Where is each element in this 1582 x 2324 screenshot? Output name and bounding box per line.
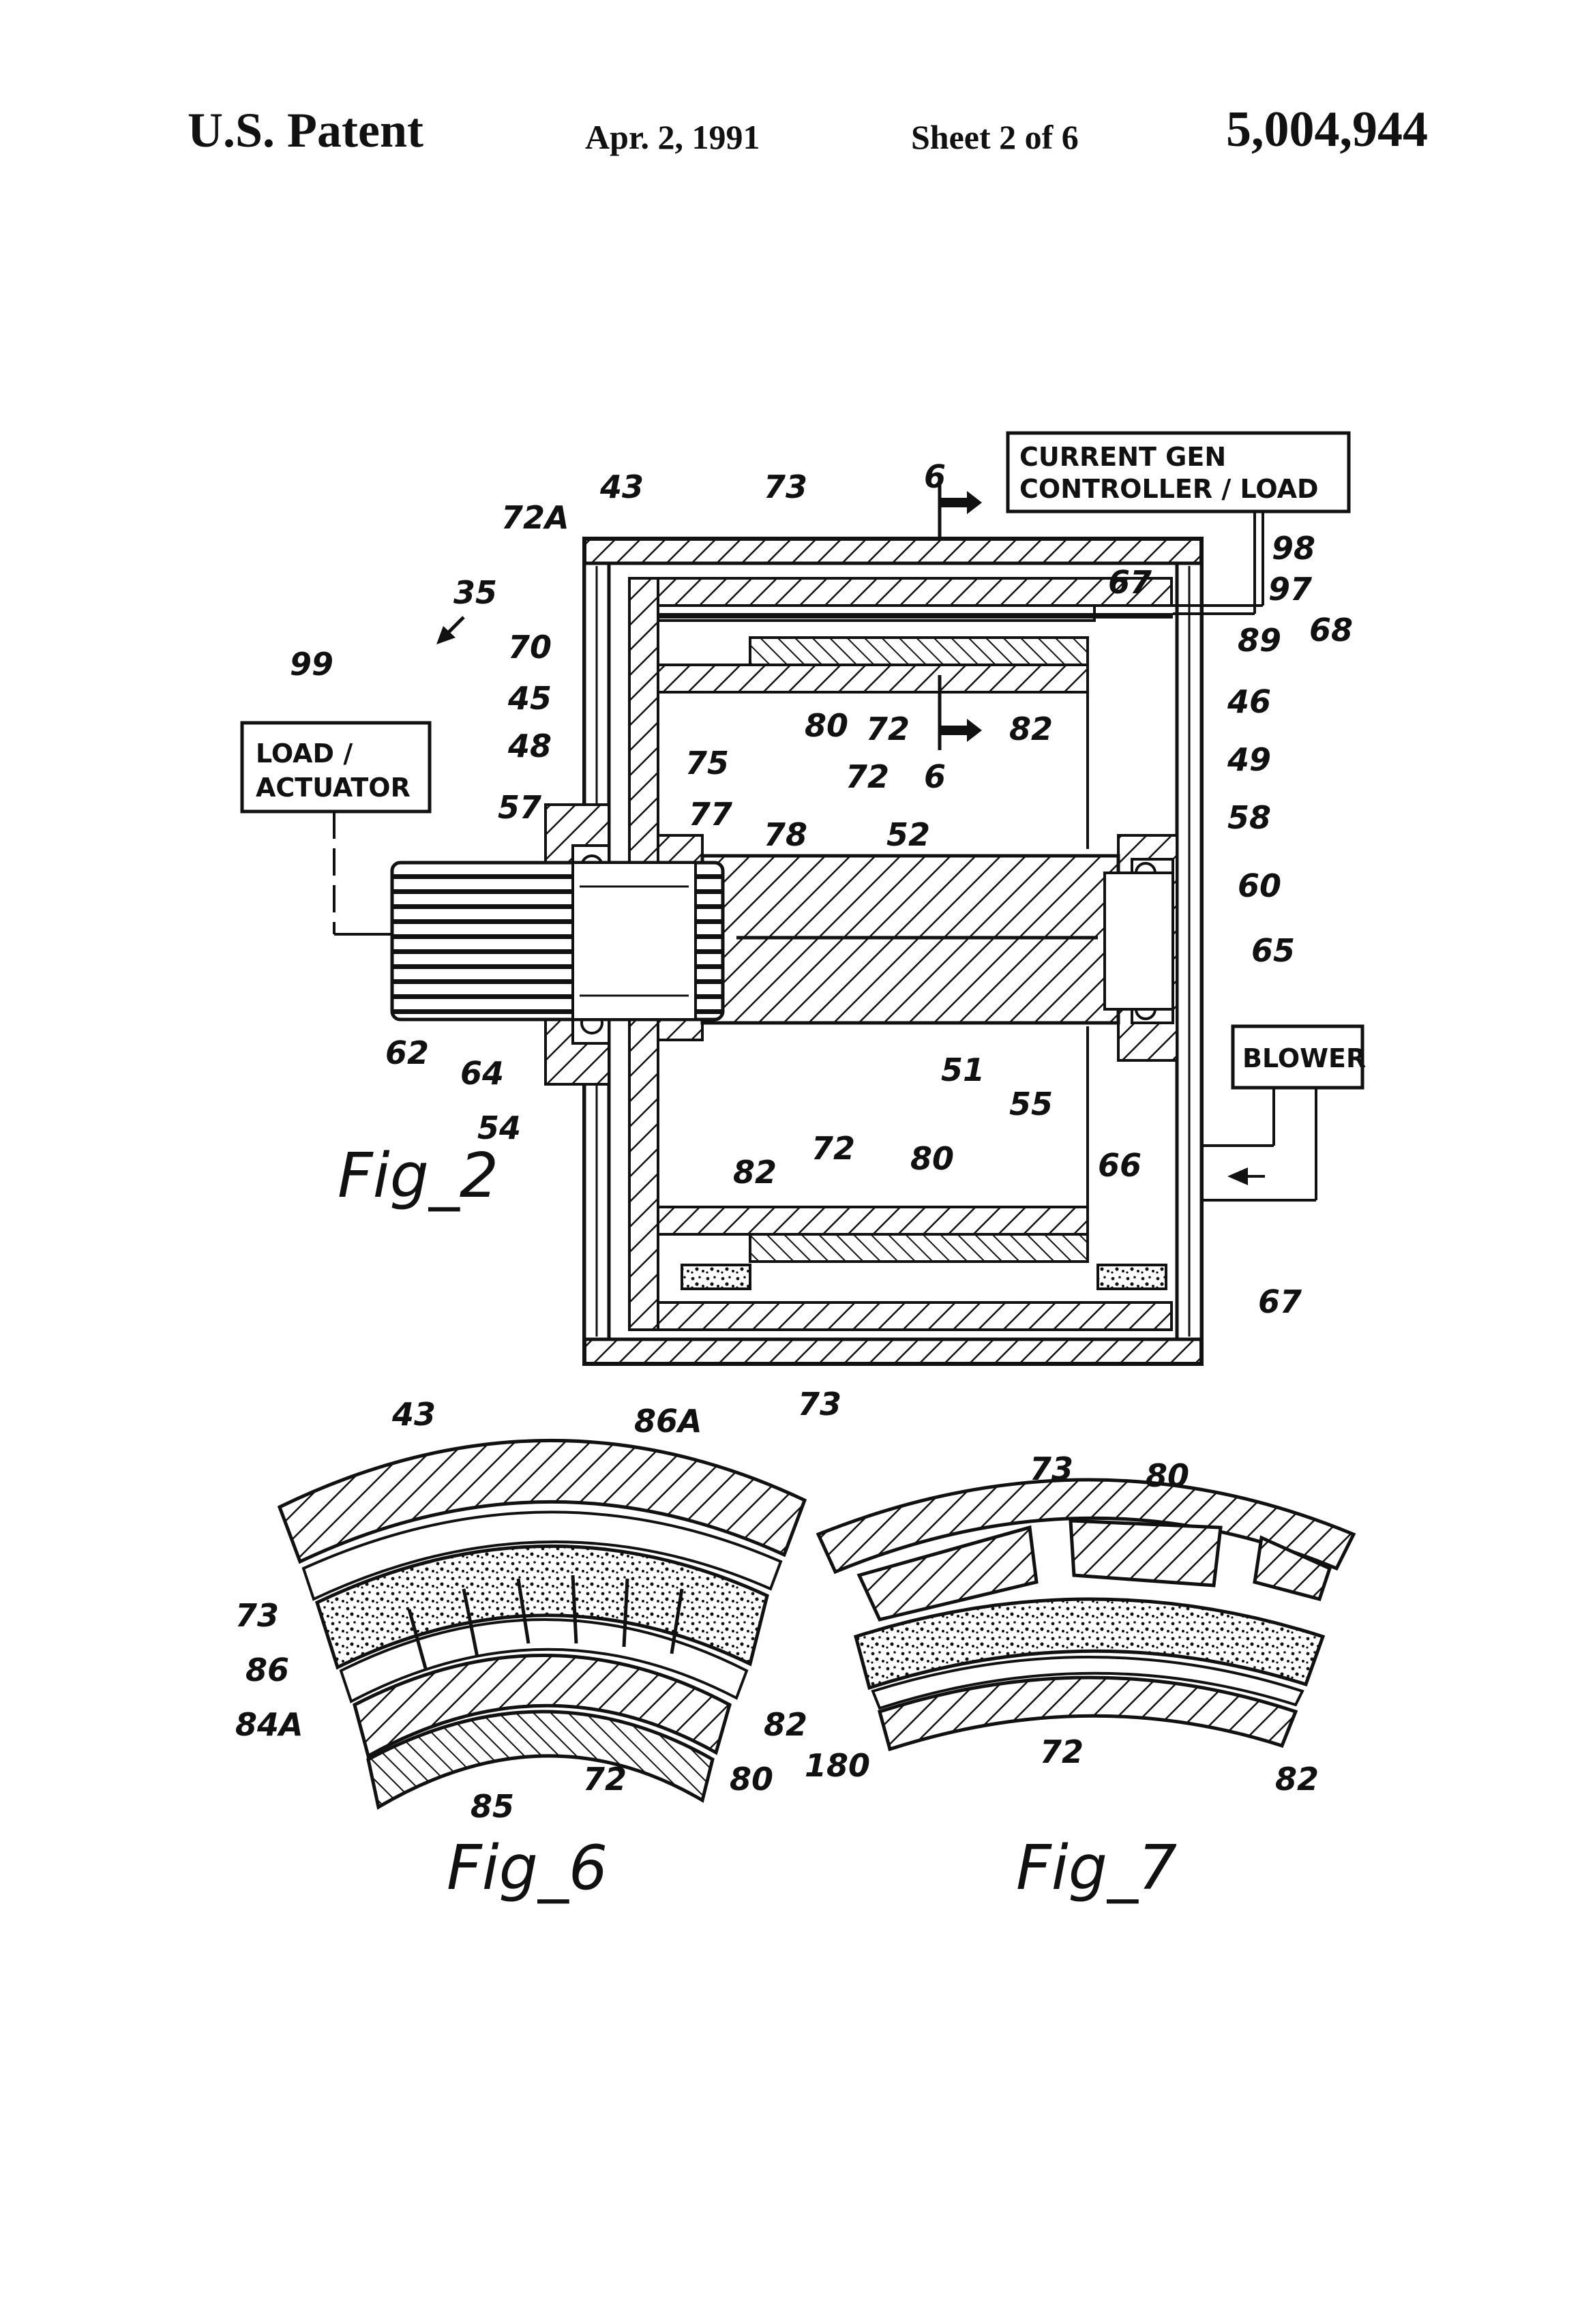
ref-72-bottom: 72 bbox=[811, 1130, 855, 1167]
ref-75: 75 bbox=[685, 745, 729, 781]
ref-82-fig6: 82 bbox=[764, 1706, 807, 1743]
blower-label: BLOWER bbox=[1242, 1043, 1366, 1073]
ref-6-lower: 6 bbox=[924, 758, 946, 795]
ref-72-section: 72 bbox=[846, 758, 889, 795]
ref-46: 46 bbox=[1227, 683, 1271, 720]
ref-73: 73 bbox=[764, 468, 807, 505]
controller-box-line2: CONTROLLER / LOAD bbox=[1019, 474, 1319, 504]
ref-58: 58 bbox=[1227, 799, 1271, 836]
figure-2-label: Fig_2 bbox=[338, 1140, 498, 1212]
ref-67-bottom: 67 bbox=[1258, 1283, 1302, 1320]
ref-73-fig7: 73 bbox=[1030, 1450, 1073, 1487]
ref-52: 52 bbox=[886, 816, 930, 853]
ref-49: 49 bbox=[1227, 741, 1271, 778]
ref-82-top: 82 bbox=[1009, 711, 1053, 747]
ref-97: 97 bbox=[1268, 571, 1312, 608]
ref-66: 66 bbox=[1098, 1147, 1141, 1184]
ref-98: 98 bbox=[1272, 530, 1315, 567]
figure-6-label: Fig_6 bbox=[447, 1832, 608, 1904]
ref-55: 55 bbox=[1009, 1086, 1053, 1122]
figure-6-drawing bbox=[280, 1440, 805, 1807]
ref-80-fig7: 80 bbox=[1146, 1457, 1189, 1494]
ref-67-top: 67 bbox=[1108, 564, 1152, 601]
ref-48: 48 bbox=[507, 728, 552, 764]
ref-82-bottom: 82 bbox=[733, 1154, 777, 1191]
ref-80-fig6: 80 bbox=[730, 1761, 773, 1798]
ref-72-fig7: 72 bbox=[1040, 1733, 1084, 1770]
ref-72-fig6: 72 bbox=[583, 1761, 627, 1798]
controller-box-line1: CURRENT GEN bbox=[1019, 442, 1226, 472]
ref-60: 60 bbox=[1238, 867, 1281, 904]
ref-65: 65 bbox=[1251, 932, 1295, 969]
ref-43-fig6: 43 bbox=[391, 1396, 436, 1433]
load-box-line2: ACTUATOR bbox=[256, 773, 411, 803]
ref-72a: 72A bbox=[501, 499, 569, 536]
ref-85: 85 bbox=[471, 1788, 514, 1825]
ref-86: 86 bbox=[245, 1652, 289, 1688]
ref-80-top: 80 bbox=[805, 707, 848, 744]
ref-70: 70 bbox=[508, 629, 552, 666]
ref-51: 51 bbox=[941, 1052, 985, 1088]
ref-57: 57 bbox=[498, 789, 541, 826]
ref-62: 62 bbox=[385, 1034, 429, 1071]
ref-80-bottom: 80 bbox=[910, 1140, 954, 1177]
figure-7-label: Fig_7 bbox=[1016, 1832, 1177, 1904]
ref-78: 78 bbox=[764, 816, 807, 853]
ref-43: 43 bbox=[599, 468, 644, 505]
ref-35: 35 bbox=[453, 574, 497, 611]
ref-89: 89 bbox=[1238, 622, 1281, 659]
ref-77: 77 bbox=[689, 796, 732, 833]
controller-box: CURRENT GEN CONTROLLER / LOAD bbox=[1008, 433, 1349, 511]
ref-64: 64 bbox=[460, 1055, 504, 1092]
ref-73-fig6: 73 bbox=[235, 1597, 279, 1634]
ref-68: 68 bbox=[1309, 612, 1353, 649]
ref-180: 180 bbox=[805, 1747, 870, 1784]
ref-45: 45 bbox=[507, 680, 552, 717]
ref-73-bottom: 73 bbox=[798, 1386, 841, 1422]
blower-box: BLOWER bbox=[1233, 1026, 1366, 1088]
load-box-line1: LOAD / bbox=[256, 739, 353, 769]
ref-72-top: 72 bbox=[866, 711, 910, 747]
ref-82-fig7: 82 bbox=[1275, 1761, 1319, 1798]
ref-99: 99 bbox=[290, 646, 333, 683]
load-actuator-box: LOAD / ACTUATOR bbox=[242, 723, 430, 811]
figure-7-drawing bbox=[818, 1480, 1354, 1749]
ref-84a: 84A bbox=[235, 1706, 303, 1743]
ref-6: 6 bbox=[924, 458, 946, 495]
ref-86a: 86A bbox=[634, 1403, 702, 1440]
